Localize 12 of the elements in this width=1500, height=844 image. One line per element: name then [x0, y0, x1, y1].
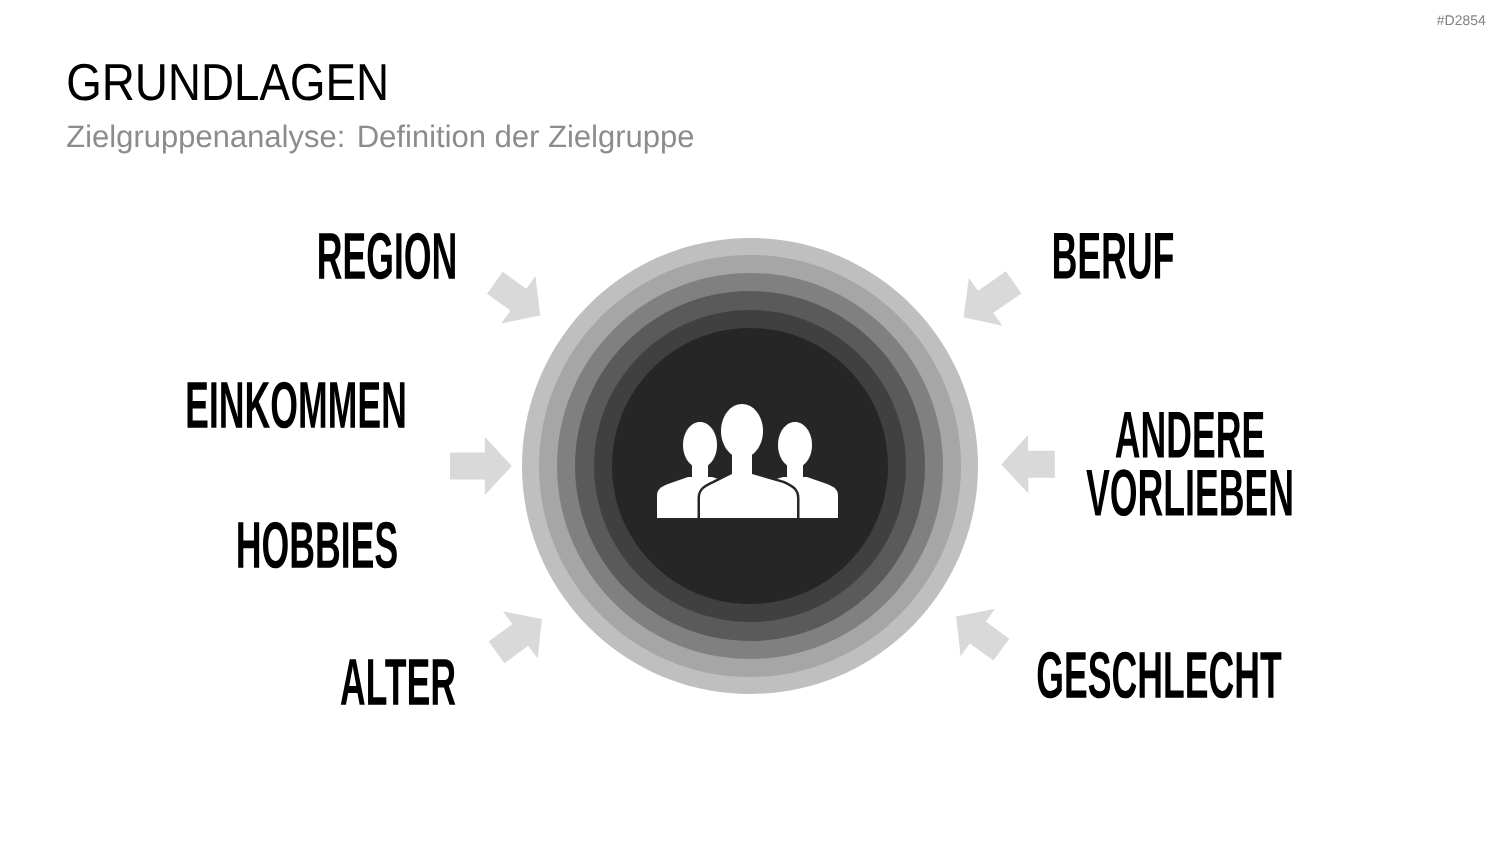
criterion-label: ALTER [340, 659, 456, 705]
criterion-label: ANDERE VORLIEBEN [1086, 412, 1292, 517]
criterion-label: EINKOMMEN [187, 381, 405, 429]
subtitle: Zielgruppenanalyse: Definition der Zielgruppe [67, 124, 694, 154]
criterion-label: GESCHLECHT [1037, 651, 1282, 699]
criterion-label: HOBBIES [238, 521, 397, 569]
criterion-label: BERUF [1054, 233, 1174, 280]
title: GRUNDLAGEN [68, 63, 386, 101]
slide-code: #D2854 [1436, 15, 1486, 26]
arrow [488, 611, 542, 664]
criterion-label: REGION [319, 232, 455, 280]
arrow [963, 271, 1022, 326]
